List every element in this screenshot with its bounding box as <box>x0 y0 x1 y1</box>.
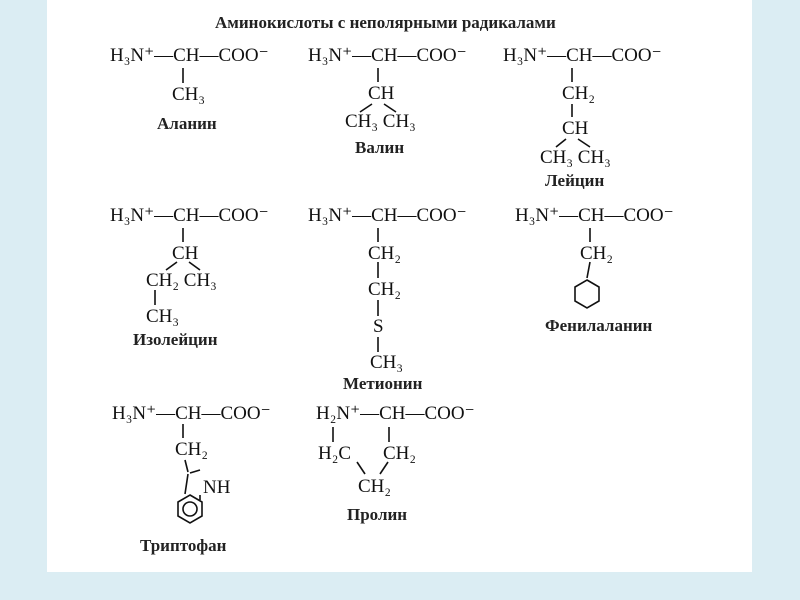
side-chain-group: CH₃ <box>172 84 206 105</box>
side-chain-group: S <box>373 316 384 337</box>
bond <box>188 261 201 271</box>
side-chain-group: CH <box>562 118 589 139</box>
backbone-formula: H₃N⁺—CH—COO⁻ <box>112 403 271 424</box>
side-chain-group: CH₂ CH₃ <box>146 270 217 291</box>
side-chain-group: H₂C <box>318 443 352 464</box>
backbone-formula: H₂N⁺—CH—COO⁻ <box>316 403 475 424</box>
amino-acid-name-isoleucine: Изолейцин <box>133 330 218 349</box>
indole-benzene-ring <box>177 494 203 524</box>
side-chain-group: CH <box>368 83 395 104</box>
diagram-title: Аминокислоты с неполярными радикалами <box>215 13 556 32</box>
backbone-formula: H₃N⁺—CH—COO⁻ <box>110 45 269 66</box>
bond <box>577 138 591 148</box>
side-chain-group: CH₃ CH₃ <box>345 111 416 132</box>
amino-acid-name-valine: Валин <box>355 138 405 157</box>
side-chain-group: CH₂ <box>368 279 402 300</box>
amino-acid-name-proline: Пролин <box>347 505 408 524</box>
side-chain-group: CH <box>172 243 199 264</box>
slide-panel <box>47 0 752 572</box>
side-chain-group: CH₂ <box>580 243 614 264</box>
amino-acid-name-phenylalanine: Фенилаланин <box>545 316 653 335</box>
amino-acid-name-alanine: Аланин <box>157 114 217 133</box>
side-chain-group: CH₂ <box>175 439 209 460</box>
side-chain-group: NH <box>203 477 231 498</box>
aromatic-circle <box>182 501 198 517</box>
bond <box>555 138 567 148</box>
side-chain-group: CH₂ <box>368 243 402 264</box>
bond <box>356 461 366 475</box>
bond <box>189 469 201 474</box>
backbone-formula: H₃N⁺—CH—COO⁻ <box>503 45 662 66</box>
amino-acid-name-tryptophan: Триптофан <box>140 536 227 555</box>
side-chain-group: CH₂ <box>358 476 392 497</box>
backbone-formula: H₃N⁺—CH—COO⁻ <box>515 205 674 226</box>
bond <box>586 261 591 279</box>
side-chain-group: CH₃ <box>370 352 404 373</box>
backbone-formula: H₃N⁺—CH—COO⁻ <box>308 45 467 66</box>
side-chain-group: CH₃ <box>146 306 180 327</box>
backbone-formula: H₃N⁺—CH—COO⁻ <box>110 205 269 226</box>
bond <box>165 261 178 271</box>
side-chain-group: CH₃ CH₃ <box>540 147 611 168</box>
bond <box>184 473 189 495</box>
side-chain-group: CH₂ <box>562 83 596 104</box>
amino-acid-name-leucine: Лейцин <box>545 171 605 190</box>
bond <box>379 461 389 475</box>
side-chain-group: CH₂ <box>383 443 417 464</box>
backbone-formula: H₃N⁺—CH—COO⁻ <box>308 205 467 226</box>
bond <box>383 103 397 113</box>
benzene-ring <box>574 279 600 309</box>
amino-acid-name-methionine: Метионин <box>343 374 423 393</box>
bond <box>359 103 373 113</box>
bond <box>184 459 189 473</box>
